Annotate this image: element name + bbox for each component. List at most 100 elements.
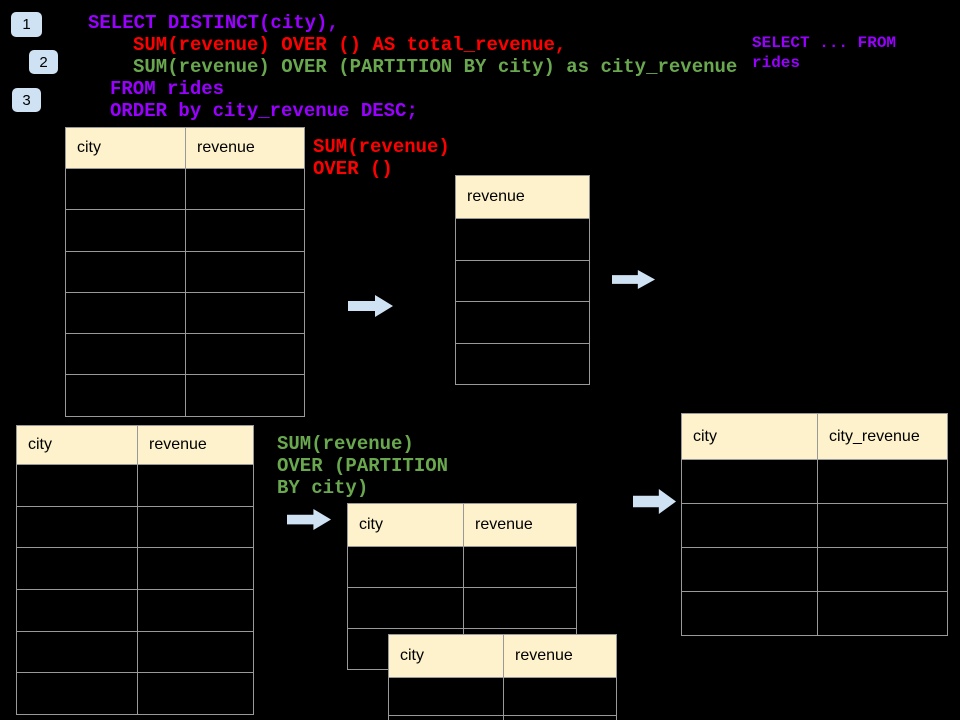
- column-header: city_revenue: [829, 427, 920, 445]
- column-header: revenue: [149, 436, 207, 453]
- table-row: [17, 547, 253, 590]
- table-cell: [682, 592, 818, 635]
- table-row: [66, 209, 304, 251]
- table-row: [456, 301, 589, 343]
- table-row: [66, 250, 304, 292]
- table-cell: [682, 548, 818, 591]
- step-badge-3: 3: [12, 88, 41, 112]
- table-row: [66, 291, 304, 334]
- side-note-line-2: rides: [752, 54, 801, 72]
- label-sum-over-total: SUM(revenue) OVER (): [313, 136, 450, 180]
- table-rides-source-bottom: city revenue: [16, 425, 254, 716]
- table-cell: [186, 169, 304, 209]
- table-row: [17, 464, 253, 506]
- label-partition-line-2: OVER (PARTITION: [277, 455, 449, 477]
- table-cell: [66, 334, 186, 375]
- table-cell: [186, 375, 304, 415]
- table-row: [682, 459, 947, 503]
- table-cell: [138, 507, 253, 548]
- column-header: city: [348, 504, 464, 546]
- table-cell: [66, 292, 186, 334]
- table-cell: [17, 631, 138, 673]
- table-cell: [464, 588, 576, 628]
- table-row: [17, 672, 253, 715]
- label-partition-line-1: SUM(revenue): [277, 433, 414, 455]
- table-header-row: city revenue: [389, 635, 616, 677]
- column-header: city: [389, 635, 504, 677]
- table-cell: [464, 547, 576, 587]
- table-cell: [456, 302, 589, 343]
- sql-line-select: SELECT DISTINCT(city),: [88, 12, 339, 34]
- right-arrow-icon: [348, 295, 394, 317]
- table-row: [17, 589, 253, 631]
- right-arrow-icon: [612, 270, 656, 289]
- column-header: revenue: [467, 188, 525, 205]
- column-header: city: [17, 426, 138, 464]
- table-cell: [66, 375, 186, 416]
- table-row: [66, 374, 304, 416]
- label-partition-line-3: BY city): [277, 477, 369, 499]
- table-cell: [17, 506, 138, 548]
- table-row: [17, 505, 253, 548]
- table-cell: [348, 588, 464, 628]
- table-row: [348, 587, 576, 628]
- table-header-row: revenue: [456, 176, 589, 218]
- table-cell: [138, 673, 253, 714]
- right-arrow-icon: [633, 489, 677, 514]
- table-cell: [504, 716, 616, 720]
- column-header: city: [66, 128, 186, 168]
- table-row: [66, 168, 304, 210]
- table-cell: [66, 251, 186, 292]
- table-cell: [456, 219, 589, 260]
- sql-line-sum-total: SUM(revenue) OVER () AS total_revenue,: [133, 34, 567, 56]
- table-header-row: city revenue: [66, 128, 304, 168]
- side-note-line-1: SELECT ... FROM: [752, 34, 897, 52]
- table-cell: [186, 210, 304, 250]
- table-cell: [17, 590, 138, 631]
- table-cell: [17, 465, 138, 506]
- column-header: revenue: [197, 139, 255, 156]
- table-cell: [17, 673, 138, 715]
- table-cell: [138, 465, 253, 506]
- table-row: [682, 503, 947, 547]
- table-row: [682, 547, 947, 591]
- table-cell: [682, 504, 818, 547]
- label-sum-over-partition: SUM(revenue) OVER (PARTITION BY city): [277, 433, 448, 499]
- table-row: [456, 259, 589, 302]
- table-row: [682, 591, 947, 635]
- right-arrow-icon: [287, 509, 332, 530]
- table-total-revenue-result: revenue: [455, 175, 590, 385]
- table-cell: [348, 547, 464, 587]
- table-row: [456, 218, 589, 260]
- table-row: [389, 715, 616, 720]
- table-header-row: city revenue: [17, 426, 253, 464]
- sql-line-order: ORDER by city_revenue DESC;: [110, 100, 418, 122]
- table-cell: [456, 344, 589, 385]
- table-cell: [186, 293, 304, 333]
- table-cell: [389, 678, 504, 715]
- table-rides-source-top: city revenue: [65, 127, 305, 417]
- table-row: [348, 546, 576, 587]
- column-header: revenue: [515, 647, 573, 664]
- table-cell: [138, 632, 253, 673]
- side-note-select-from: SELECT ... FROM rides: [752, 33, 896, 73]
- column-header: city: [682, 414, 818, 459]
- table-cell: [186, 252, 304, 292]
- table-cell: [818, 460, 947, 503]
- step-badge-2: 2: [29, 50, 58, 74]
- table-cell: [138, 548, 253, 589]
- table-cell: [17, 548, 138, 590]
- table-cell: [504, 678, 616, 715]
- table-cell: [682, 460, 818, 503]
- label-total-line-1: SUM(revenue): [313, 136, 450, 158]
- table-row: [456, 342, 589, 385]
- table-partition-group-1: city revenue: [347, 503, 577, 670]
- step-badge-1: 1: [11, 12, 42, 37]
- table-cell: [389, 716, 504, 720]
- table-cell: [186, 334, 304, 374]
- table-row: [17, 630, 253, 673]
- table-header-row: city city_revenue: [682, 414, 947, 459]
- sql-line-from: FROM rides: [110, 78, 225, 100]
